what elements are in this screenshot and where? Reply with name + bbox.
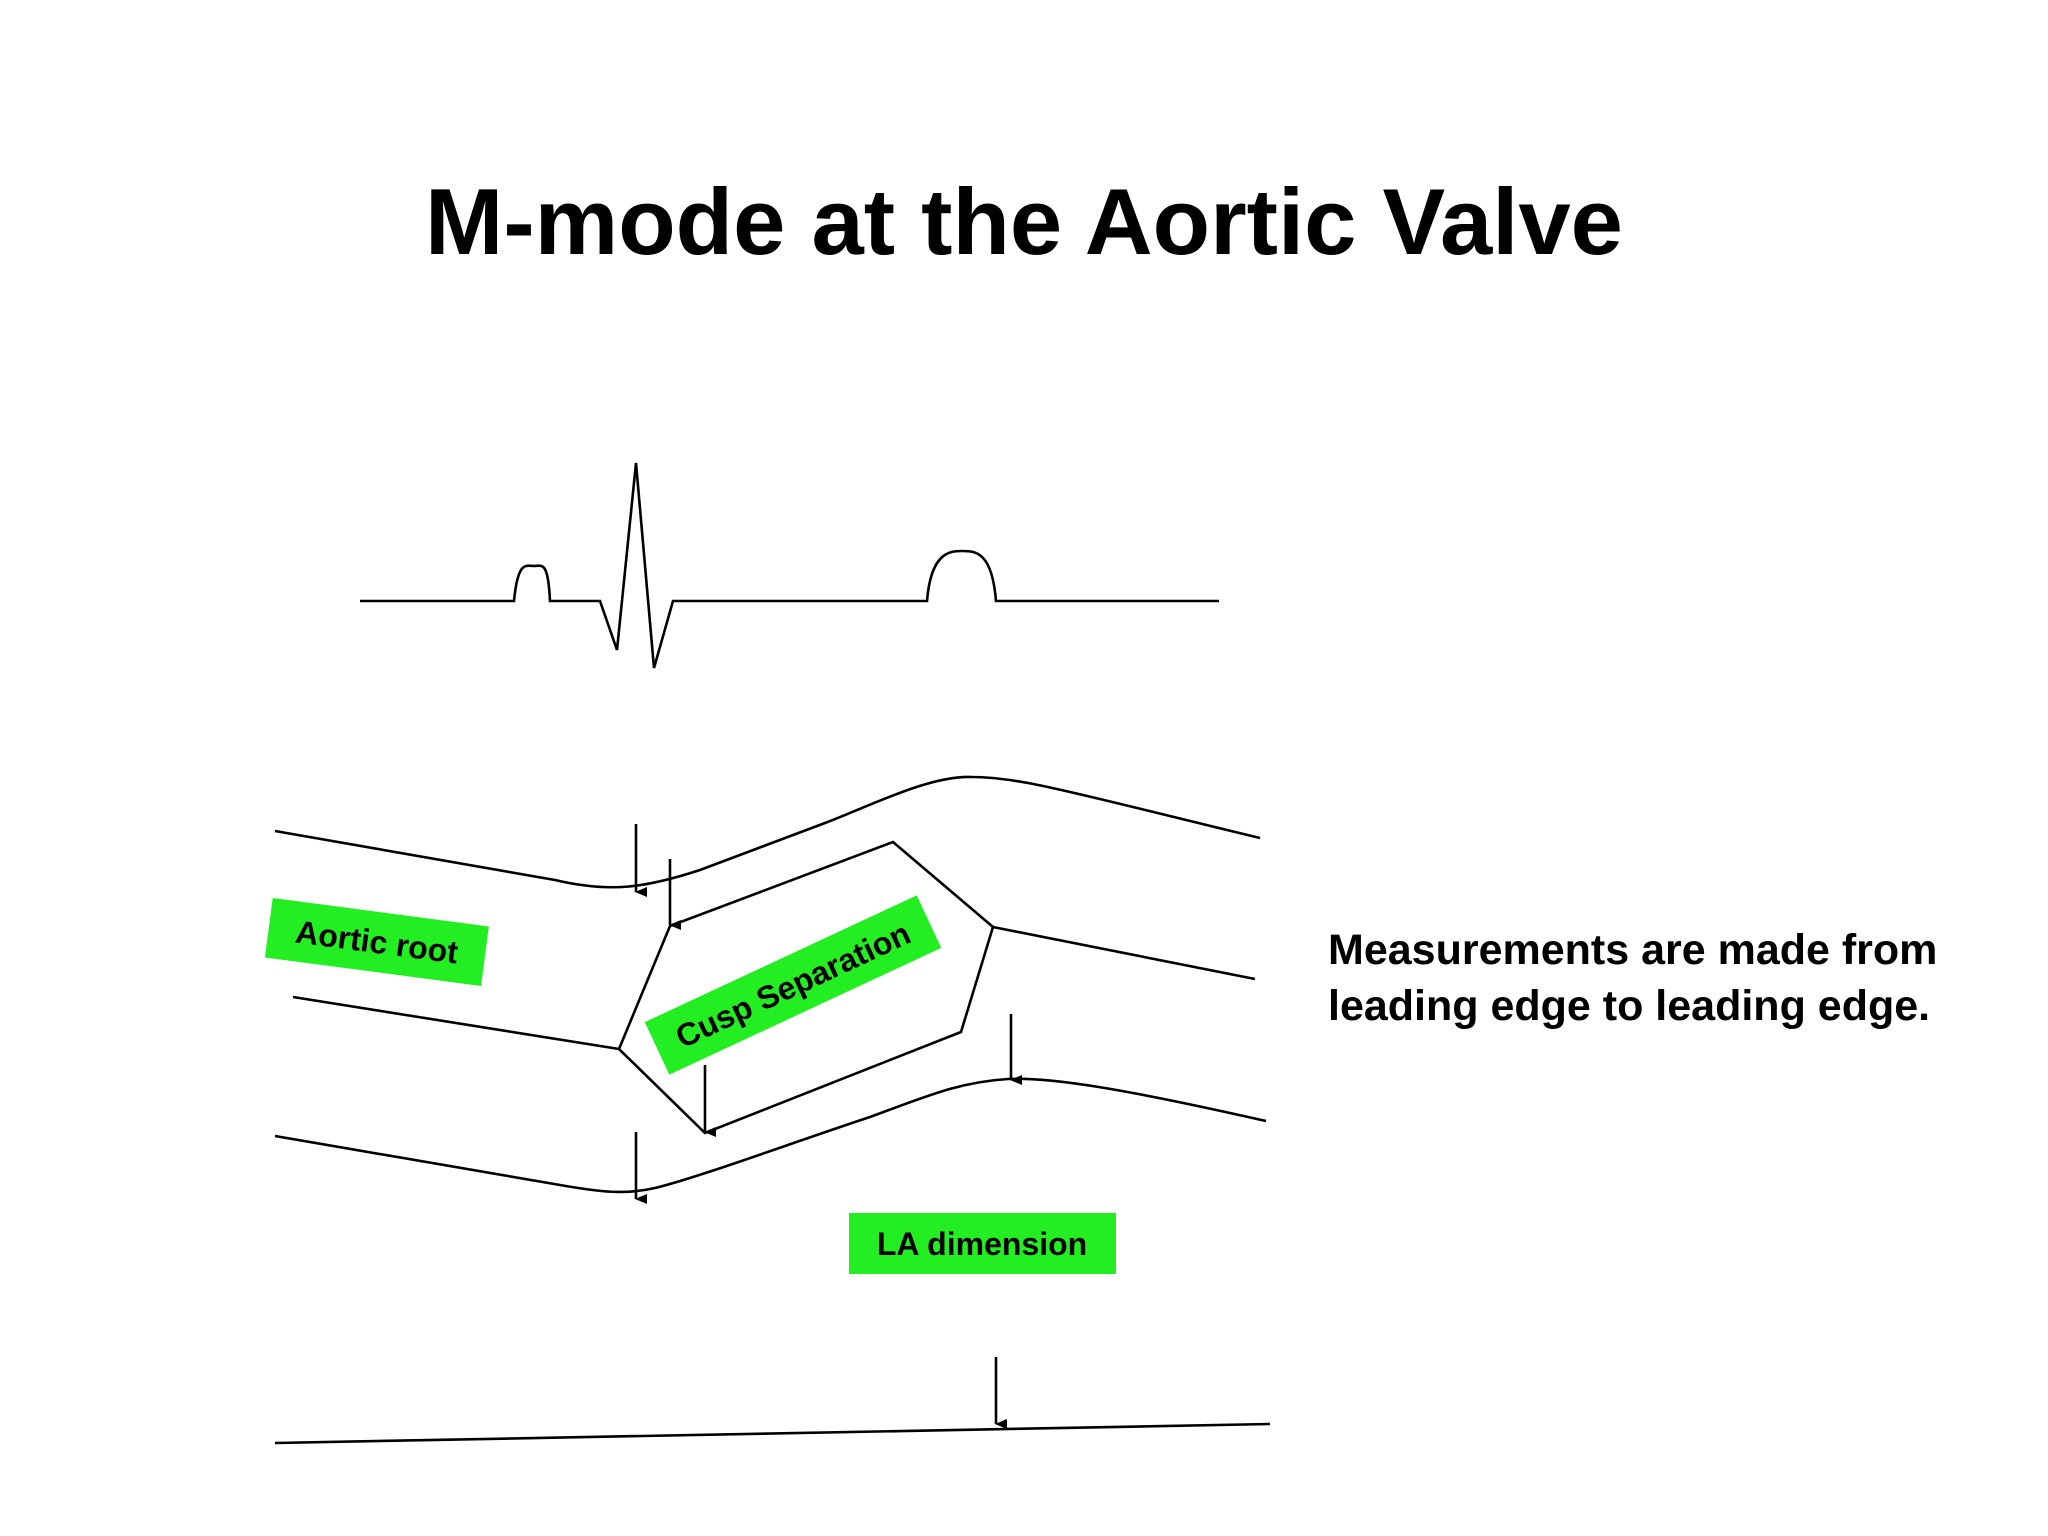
aortic-root-label: Aortic root — [264, 898, 489, 986]
cusp-separation-label-text: Cusp Separation — [670, 915, 916, 1055]
ecg-trace — [360, 462, 1219, 669]
slide-title: M-mode at the Aortic Valve — [425, 169, 1623, 274]
aortic-root-label-box — [264, 898, 489, 986]
aortic-wall-line-left — [292, 995, 620, 1051]
aortic-wall-line-upper-right — [992, 925, 1256, 981]
measurement-note: Measurements are made from leading edge … — [1328, 926, 1938, 1030]
la-dimension-label-text: LA dimension — [877, 1226, 1087, 1262]
la-posterior-wall — [274, 1422, 1271, 1445]
la-dimension-label-box — [849, 1213, 1116, 1274]
posterior-aortic-wall — [274, 1077, 1267, 1194]
anterior-aortic-wall — [274, 775, 1261, 889]
la-dimension-label: LA dimension — [849, 1213, 1116, 1274]
cusp-separation-label: Cusp Separation — [644, 895, 942, 1075]
cusp-separation-label-box — [644, 895, 942, 1075]
cusp-separation-outline — [617, 840, 995, 1135]
